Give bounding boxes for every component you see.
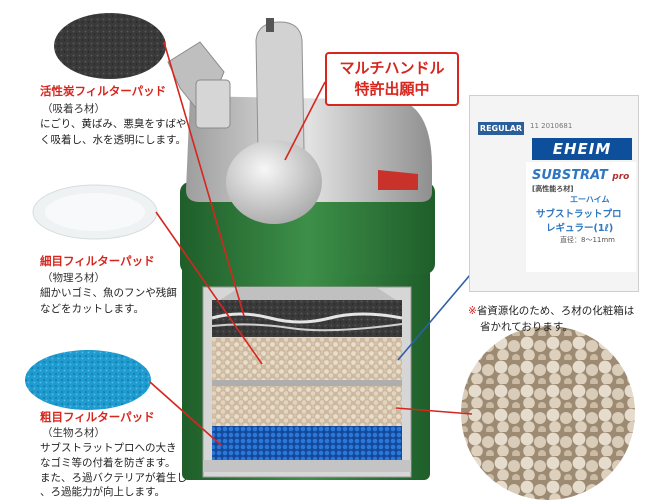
media-leader-line: [395, 407, 473, 415]
bag-ja-product: サブストラットプロ: [536, 209, 622, 220]
coarse-pad-type: （生物ろ材）: [42, 427, 105, 439]
fine-pad-highlight: [45, 193, 145, 231]
carbon-pad-type: （吸着ろ材）: [42, 103, 105, 115]
coarse-leader-line: [149, 381, 223, 447]
bag-ja-maker: エーハイム: [570, 195, 610, 204]
carbon-pad-desc-line-2: く吸着し、水を透明にします。: [40, 134, 186, 146]
packaging-note-line-2: 省かれております。: [480, 321, 573, 333]
bag-code: 11 2010681: [530, 122, 573, 130]
coarse-pad-image: [25, 350, 151, 410]
filter-canister-image: [167, 18, 435, 480]
coarse-pad-desc-line-3: また、ろ過バクテリアが着生し: [40, 472, 187, 484]
coarse-pad-desc-line-4: 、ろ過能力が向上します。: [40, 486, 165, 498]
callout-line-1: マルチハンドル: [339, 59, 445, 77]
note-text-1: 省資源化のため、ろ材の化粧箱は: [476, 305, 635, 317]
patent-callout-box: マルチハンドル 特許出願中: [325, 52, 459, 106]
bag-leader-line: [397, 274, 471, 361]
fine-pad-desc-line-2: などをカットします。: [40, 303, 144, 315]
bag-subtitle: [高性能ろ材]: [532, 185, 574, 193]
media-balls-image: [460, 325, 636, 500]
bag-size: 直径：8〜11mm: [560, 236, 615, 244]
bag-label-panel: [526, 162, 636, 272]
eheim-logo: EHEIM: [532, 138, 632, 160]
carbon-leader-line: [163, 41, 245, 317]
carbon-pad-desc-line-1: にごり、黄ばみ、悪臭をすばや: [40, 118, 187, 130]
substrat-pro-bag: REGULAR 11 2010681 EHEIM SUBSTRAT pro [高…: [469, 95, 639, 292]
fine-pad-type: （物理ろ材）: [42, 272, 105, 284]
fine-pad-title: 細目フィルターパッド: [40, 254, 155, 268]
callout-leader-line: [284, 81, 326, 161]
fine-leader-line: [155, 211, 263, 365]
bag-brand: SUBSTRAT pro: [532, 168, 629, 183]
bag-regular-badge: REGULAR: [478, 122, 524, 135]
bag-brand-name: SUBSTRAT: [532, 168, 608, 183]
fine-pad-desc-line-1: 細かいゴミ、魚のフンや残餌: [40, 287, 177, 299]
coarse-pad-desc-line-2: なゴミ等の付着を防ぎます。: [40, 457, 176, 469]
coarse-pad-title: 粗目フィルターパッド: [40, 410, 155, 424]
note-mark: ※: [468, 305, 477, 317]
callout-line-2: 特許出願中: [354, 80, 430, 98]
bag-brand-suffix: pro: [612, 172, 630, 182]
bag-ja-variant: レギュラー(1ℓ): [546, 223, 614, 234]
packaging-note-line-1: ※省資源化のため、ろ材の化粧箱は: [468, 303, 634, 319]
coarse-pad-desc-line-1: サブストラットプロへの大き: [40, 442, 177, 454]
leader-lines: [149, 41, 473, 447]
carbon-pad-title: 活性炭フィルターパッド: [40, 84, 167, 98]
carbon-pad-image: [54, 13, 166, 79]
